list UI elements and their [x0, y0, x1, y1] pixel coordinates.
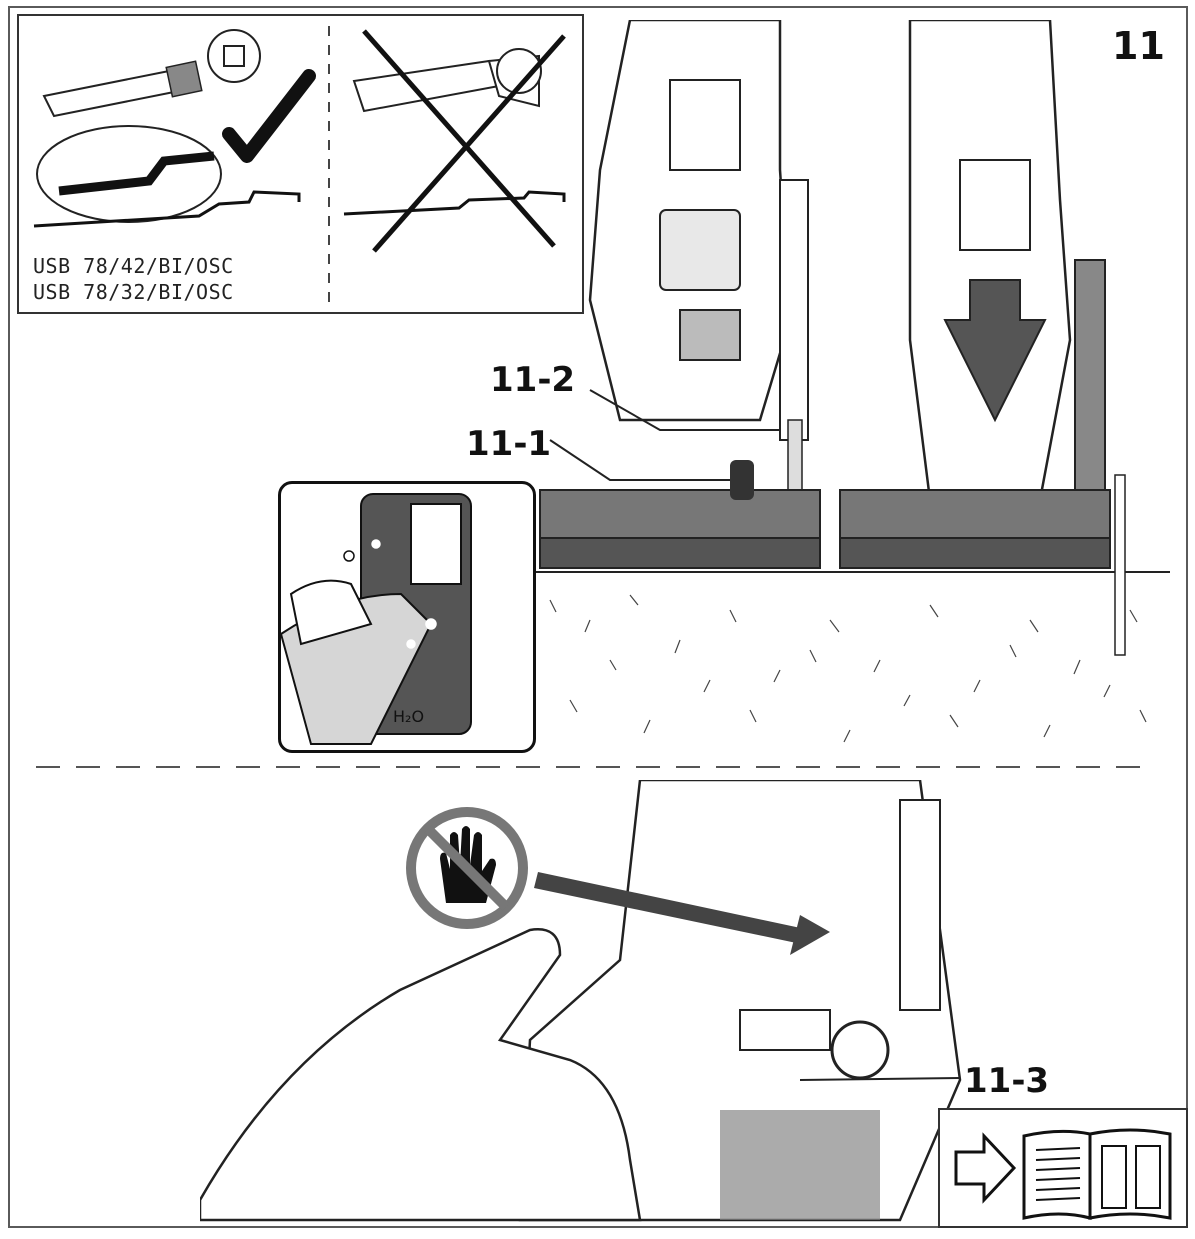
page-frame	[8, 6, 1188, 1228]
callout-11-3: 11-3	[964, 1061, 1050, 1101]
unsuitable-blade-drawing	[343, 48, 566, 216]
hand-warning-illustration	[200, 780, 962, 1222]
cleaning-drawing: H₂O	[281, 493, 472, 745]
leader-11-1	[549, 439, 730, 481]
leader-11-2	[589, 389, 780, 431]
tool-illustration	[530, 20, 1170, 760]
callout-11-2: 11-2	[490, 360, 576, 400]
callout-11-1: 11-1	[466, 424, 552, 464]
down-arrow-icon	[943, 279, 1047, 423]
checkmark-icon	[222, 69, 316, 163]
model-1: USB 78/42/BI/OSC	[33, 254, 234, 278]
no-hand-icon	[406, 807, 528, 929]
arrow-right-icon	[954, 1132, 1017, 1204]
tool-right	[839, 20, 1126, 656]
leader-11-3	[799, 1077, 961, 1081]
section-divider	[36, 766, 1151, 768]
tool-left	[539, 20, 821, 569]
blade-comparison-drawing	[33, 26, 566, 306]
read-manual-icon	[954, 1128, 1172, 1220]
water-label: H₂O	[393, 707, 424, 726]
read-manual-panel	[938, 1108, 1188, 1228]
model-2: USB 78/32/BI/OSC	[33, 280, 234, 304]
cleaning-inset: H₂O	[278, 481, 536, 753]
sparkle-icon	[371, 539, 437, 649]
blade-comparison-panel: USB 78/42/BI/OSC USB 78/32/BI/OSC	[17, 14, 584, 314]
arrow-to-blade	[534, 872, 810, 945]
figure-number: 11	[1112, 24, 1165, 68]
ground-texture	[549, 594, 1147, 743]
cross-icon	[362, 29, 556, 248]
suitable-blade-drawing	[33, 29, 301, 228]
